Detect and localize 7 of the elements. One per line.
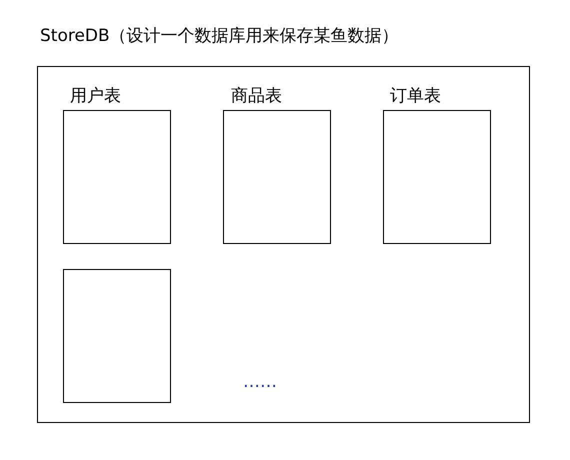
table-heading: 订单表 [390,86,441,106]
table-heading: 商品表 [231,86,282,106]
diagram-title: StoreDB（设计一个数据库用来保存某鱼数据） [40,26,399,46]
table-box [63,269,171,403]
ellipsis-note: …… [243,372,277,392]
table-heading: 用户表 [70,86,121,106]
database-box [37,66,530,423]
